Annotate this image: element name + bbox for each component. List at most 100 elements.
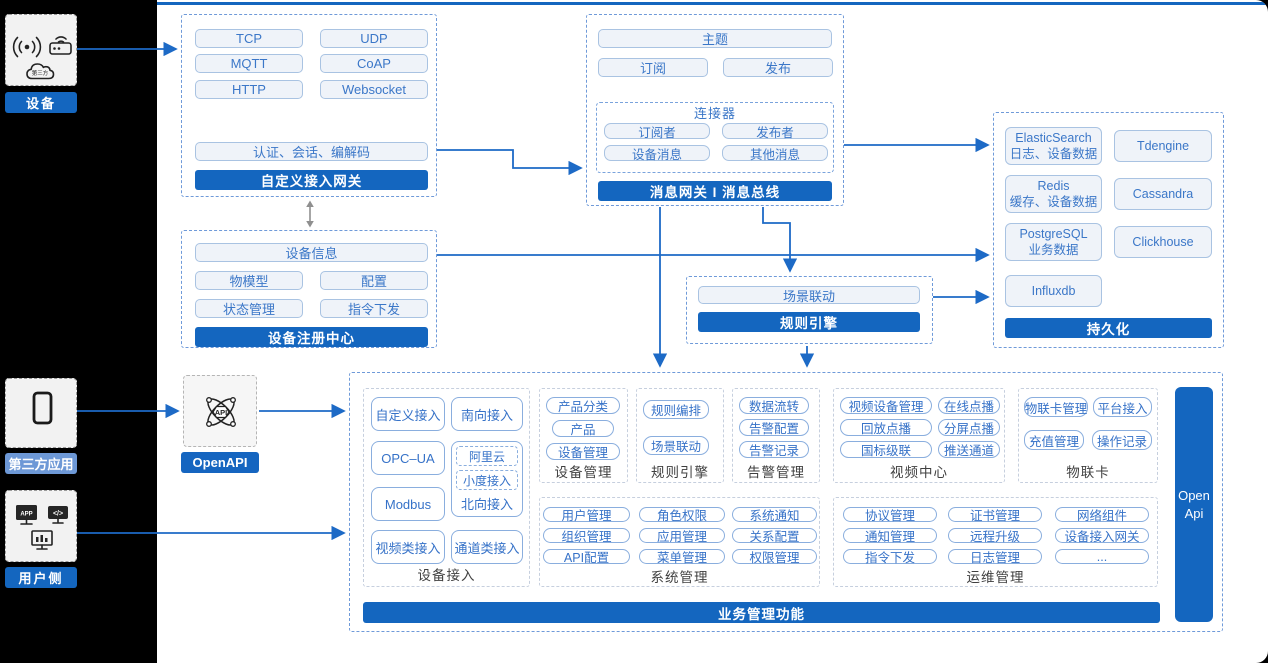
auth-session-codec-pill: 认证、会话、编解码 <box>195 142 428 161</box>
devices-label: 设备 <box>5 92 77 113</box>
business-title-bar: 业务管理功能 <box>363 602 1160 623</box>
system-pill: 用户管理 <box>543 507 630 523</box>
alarm-pill: 数据流转 <box>739 397 809 414</box>
router-icon <box>49 36 72 55</box>
code-icon-label: </> <box>53 511 63 518</box>
store-desc: 业务数据 <box>1028 243 1079 257</box>
user-side-source-box: APP </> <box>5 490 77 562</box>
registry-pill: 指令下发 <box>320 299 428 318</box>
north-access-label: 北向接入 <box>460 496 513 512</box>
system-pill: 应用管理 <box>639 528 725 544</box>
section-label-ops: 运维管理 <box>966 570 1025 585</box>
section-label-device-access: 设备接入 <box>417 568 476 583</box>
store-desc: 日志、设备数据 <box>1009 147 1098 161</box>
rule-engine-title-bar: 规则引擎 <box>698 312 920 332</box>
publish-pill: 发布 <box>723 58 833 77</box>
video-pill: 在线点播 <box>938 397 1000 414</box>
store-name: Clickhouse <box>1132 234 1194 249</box>
section-label-iot-card: 物联卡 <box>1066 465 1110 480</box>
iot-card-pill: 操作记录 <box>1092 430 1152 450</box>
section-label-video: 视频中心 <box>890 465 948 480</box>
protocol-pill: CoAP <box>320 54 428 73</box>
device-mgmt-pill: 产品 <box>552 420 614 437</box>
system-pill: 权限管理 <box>732 549 817 565</box>
openapi-node-box: API <box>183 375 257 447</box>
third-party-label: 第三方应用 <box>5 453 77 474</box>
subscribe-pill: 订阅 <box>598 58 708 77</box>
video-pill: 推送通道 <box>938 441 1000 458</box>
app-icon-label: APP <box>20 512 32 518</box>
persistence-title-bar: 持久化 <box>1005 318 1212 338</box>
openapi-icon: API <box>206 397 236 427</box>
open-api-vertical-bar: Open Api <box>1175 387 1213 622</box>
store-name: Cassandra <box>1132 186 1194 201</box>
openapi-label: OpenAPI <box>181 452 259 473</box>
access-pill: 自定义接入 <box>371 397 445 431</box>
store-name: Tdengine <box>1136 138 1190 153</box>
video-pill: 国标级联 <box>840 441 932 458</box>
protocol-pill: TCP <box>195 29 303 48</box>
north-access-pill: 阿里云 <box>456 446 518 466</box>
app-icon: APP <box>16 505 37 525</box>
device-icons: 第三方 <box>12 36 72 80</box>
top-accent-line <box>157 2 1268 5</box>
section-label-rule-engine: 规则引擎 <box>651 465 709 480</box>
registry-title-bar: 设备注册中心 <box>195 327 428 347</box>
device-mgmt-pill: 设备管理 <box>546 443 620 460</box>
video-pill: 分屏点播 <box>938 419 1000 436</box>
cloud-label: 第三方 <box>32 69 49 77</box>
ops-pill: 日志管理 <box>948 549 1042 565</box>
protocol-pill: Websocket <box>320 80 428 99</box>
iot-card-pill: 物联卡管理 <box>1024 397 1088 417</box>
connector-pill: 其他消息 <box>722 145 828 162</box>
registry-pill: 物模型 <box>195 271 303 290</box>
third-party-source-box <box>5 378 77 448</box>
system-pill: API配置 <box>543 549 630 565</box>
device-info-pill: 设备信息 <box>195 243 428 262</box>
ops-pill: 网络组件 <box>1055 507 1149 523</box>
store-name: Influxdb <box>1031 283 1076 298</box>
protocol-pill: MQTT <box>195 54 303 73</box>
registry-pill: 配置 <box>320 271 428 290</box>
openapi-icon-label: API <box>215 408 228 417</box>
system-pill: 菜单管理 <box>639 549 725 565</box>
alarm-pill: 告警配置 <box>739 419 809 436</box>
video-pill: 视频设备管理 <box>840 397 932 414</box>
connector-pill: 发布者 <box>722 123 828 140</box>
alarm-pill: 告警记录 <box>739 441 809 458</box>
ops-pill: 设备接入网关 <box>1055 528 1149 544</box>
section-label-system: 系统管理 <box>650 570 709 585</box>
access-pill: OPC–UA <box>371 441 445 475</box>
code-icon: </> <box>48 506 68 524</box>
signal-icon <box>12 36 42 58</box>
store-redis: Redis 缓存、设备数据 <box>1005 175 1102 213</box>
store-name: Redis <box>1037 178 1070 193</box>
rule-pill: 场景联动 <box>643 436 709 455</box>
store-influxdb: Influxdb <box>1005 275 1102 307</box>
connector-pill: 设备消息 <box>604 145 710 162</box>
protocol-pill: UDP <box>320 29 428 48</box>
access-pill: 南向接入 <box>451 397 523 431</box>
ops-pill: 远程升级 <box>948 528 1042 544</box>
store-name: ElasticSearch <box>1015 130 1092 145</box>
connector-box <box>596 102 834 173</box>
phone-icon <box>32 391 53 425</box>
north-access-pill: 小度接入 <box>456 470 518 490</box>
device-mgmt-pill: 产品分类 <box>546 397 620 414</box>
video-pill: 回放点播 <box>840 419 932 436</box>
iot-card-pill: 充值管理 <box>1024 430 1084 450</box>
chart-icon <box>31 530 53 550</box>
scene-linkage-pill: 场景联动 <box>698 286 920 304</box>
rule-pill: 规则编排 <box>643 400 709 419</box>
access-pill: Modbus <box>371 487 445 521</box>
system-pill: 组织管理 <box>543 528 630 544</box>
ops-pill: ... <box>1055 549 1149 564</box>
access-pill: 视频类接入 <box>371 530 445 564</box>
iot-card-pill: 平台接入 <box>1093 397 1152 417</box>
user-side-label: 用户侧 <box>5 567 77 588</box>
ops-pill: 通知管理 <box>843 528 937 544</box>
system-pill: 角色权限 <box>639 507 725 523</box>
system-pill: 系统通知 <box>732 507 817 523</box>
message-bus-title-bar: 消息网关 I 消息总线 <box>598 181 832 201</box>
